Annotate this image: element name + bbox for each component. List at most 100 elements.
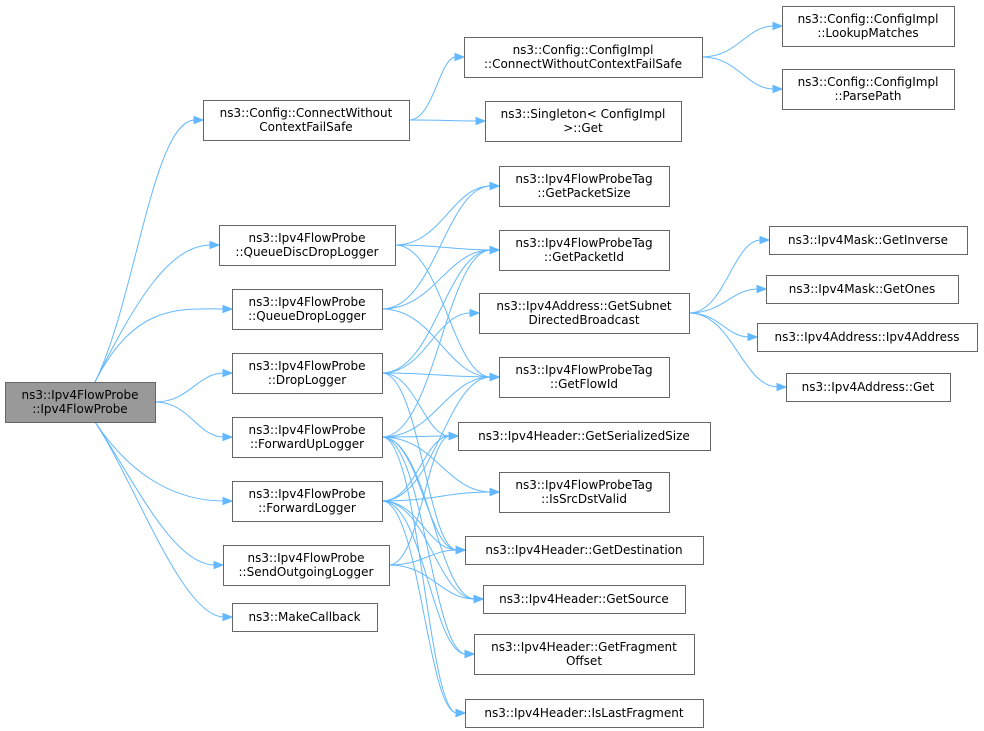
edge-line (381, 436, 458, 551)
node-label: ns3::Ipv4FlowProbe (22, 388, 139, 402)
node-box (474, 634, 695, 675)
call-nodes: ns3::Ipv4FlowProbe::Ipv4FlowProbe ns3::Co… (5, 6, 978, 728)
edge-line (381, 312, 472, 374)
edge-line (394, 185, 492, 246)
node-sendout[interactable]: ns3::Ipv4FlowProbe::SendOutgoingLogger (223, 545, 390, 586)
edge-line (388, 549, 458, 566)
node-label: ns3::Ipv4FlowProbeTag (515, 478, 652, 492)
edge-line (94, 421, 216, 566)
arrow-head-icon (747, 332, 759, 342)
node-tag-size[interactable]: ns3::Ipv4FlowProbeTag::GetPacketSize (499, 166, 670, 207)
edge-fwdup-to-tag-pid (381, 245, 501, 438)
node-parsepath[interactable]: ns3::Config::ConfigImpl::ParsePath (782, 69, 955, 110)
node-box (499, 357, 670, 398)
node-box (223, 545, 390, 586)
node-label: ns3::Config::ConfigImpl (798, 12, 939, 26)
node-box (458, 422, 711, 451)
arrow-head-icon (209, 240, 221, 250)
edge-root-to-queuedisc (94, 240, 221, 383)
node-label: ::ParsePath (834, 89, 901, 103)
node-root: ns3::Ipv4FlowProbe::Ipv4FlowProbe (5, 382, 156, 423)
edge-line (688, 312, 779, 388)
node-label: ns3::Ipv4FlowProbeTag (515, 236, 652, 250)
node-singleton[interactable]: ns3::Singleton< ConfigImpl>::Get (485, 101, 682, 142)
node-box (232, 289, 383, 330)
node-label: ns3::Ipv4Address::Ipv4Address (774, 330, 959, 344)
edge-root-to-queuedrop (94, 304, 234, 383)
edge-drop-to-serial (381, 372, 460, 441)
edge-subnet-to-mask-ones (688, 284, 768, 314)
node-box (232, 417, 383, 458)
edge-fwdup-to-fragoff (381, 436, 476, 659)
node-label: ns3::Ipv4Mask::GetInverse (788, 233, 948, 247)
edge-line (701, 25, 775, 58)
edge-fwdup-to-getsrc (381, 436, 485, 604)
arrow-head-icon (772, 84, 784, 94)
edge-fwd-to-tag-valid (381, 487, 501, 502)
arrow-head-icon (213, 560, 225, 570)
node-box (232, 481, 383, 522)
arrow-head-icon (455, 545, 467, 555)
node-label: ns3::Singleton< ConfigImpl (501, 107, 666, 121)
node-label: ns3::Ipv4Address::Get (802, 380, 935, 394)
node-drop[interactable]: ns3::Ipv4FlowProbe::DropLogger (232, 353, 383, 394)
node-fwd[interactable]: ns3::Ipv4FlowProbe::ForwardLogger (232, 481, 383, 522)
node-fwdup[interactable]: ns3::Ipv4FlowProbe::ForwardUpLogger (232, 417, 383, 458)
arrow-head-icon (475, 116, 487, 126)
edge-line (381, 436, 467, 655)
node-getdest[interactable]: ns3::Ipv4Header::GetDestination (465, 536, 704, 565)
node-queuedrop[interactable]: ns3::Ipv4FlowProbe::QueueDropLogger (232, 289, 383, 330)
node-label: ::QueueDropLogger (248, 309, 366, 323)
node-mask-inv[interactable]: ns3::Ipv4Mask::GetInverse (769, 226, 968, 255)
node-label: ::SendOutgoingLogger (239, 565, 374, 579)
node-lastfrag[interactable]: ns3::Ipv4Header::IsLastFragment (465, 699, 704, 728)
edge-root-to-connect-wcfs (94, 115, 205, 383)
node-mask-ones[interactable]: ns3::Ipv4Mask::GetOnes (766, 275, 959, 304)
arrow-head-icon (756, 284, 768, 294)
edge-line (381, 500, 476, 600)
node-tag-pid[interactable]: ns3::Ipv4FlowProbeTag::GetPacketId (499, 230, 670, 271)
node-tag-valid[interactable]: ns3::Ipv4FlowProbeTag::IsSrcDstValid (499, 472, 670, 513)
node-label: ::Ipv4FlowProbe (32, 402, 127, 416)
edge-root-to-fwdup (154, 401, 234, 442)
node-addr-ctor[interactable]: ns3::Ipv4Address::Ipv4Address (757, 323, 978, 352)
edge-line (381, 491, 492, 502)
node-box (232, 353, 383, 394)
node-makecb[interactable]: ns3::MakeCallback (232, 603, 378, 632)
edge-line (381, 372, 492, 378)
edge-fwd-to-tag-fid (381, 372, 501, 502)
node-label: ns3::MakeCallback (248, 610, 360, 624)
edge-line (94, 308, 225, 383)
node-box (483, 585, 686, 614)
edge-line (701, 56, 775, 90)
node-box (464, 37, 703, 78)
node-impl-cwcfs[interactable]: ns3::Config::ConfigImpl::ConnectWithoutC… (464, 37, 703, 78)
edge-line (381, 436, 458, 714)
edge-line (381, 249, 492, 310)
edge-root-to-drop (154, 368, 234, 403)
edge-line (408, 56, 457, 121)
node-lookup[interactable]: ns3::Config::ConfigImpl::LookupMatches (782, 6, 955, 47)
node-label: ns3::Ipv4FlowProbe (249, 231, 366, 245)
node-connect-wcfs[interactable]: ns3::Config::ConnectWithoutContextFailSa… (203, 100, 410, 141)
edge-subnet-to-addr-ctor (688, 312, 759, 342)
edge-queuedrop-to-tag-size (381, 181, 501, 310)
node-label: ns3::Ipv4FlowProbeTag (515, 172, 652, 186)
node-box (769, 226, 968, 255)
edge-line (408, 119, 478, 122)
node-tag-fid[interactable]: ns3::Ipv4FlowProbeTag::GetFlowId (499, 357, 670, 398)
edge-line (381, 436, 476, 600)
node-serial[interactable]: ns3::Ipv4Header::GetSerializedSize (458, 422, 711, 451)
node-subnet[interactable]: ns3::Ipv4Address::GetSubnetDirectedBroad… (479, 293, 690, 334)
arrow-head-icon (454, 52, 466, 62)
node-queuedisc[interactable]: ns3::Ipv4FlowProbe::QueueDiscDropLogger (219, 225, 396, 266)
node-addr-get[interactable]: ns3::Ipv4Address::Get (786, 373, 951, 402)
node-getsrc[interactable]: ns3::Ipv4Header::GetSource (483, 585, 686, 614)
edge-line (688, 239, 762, 314)
edge-impl-cwcfs-to-parsepath (701, 56, 784, 94)
edge-line (394, 244, 492, 378)
node-box (757, 323, 978, 352)
edge-line (381, 435, 451, 502)
